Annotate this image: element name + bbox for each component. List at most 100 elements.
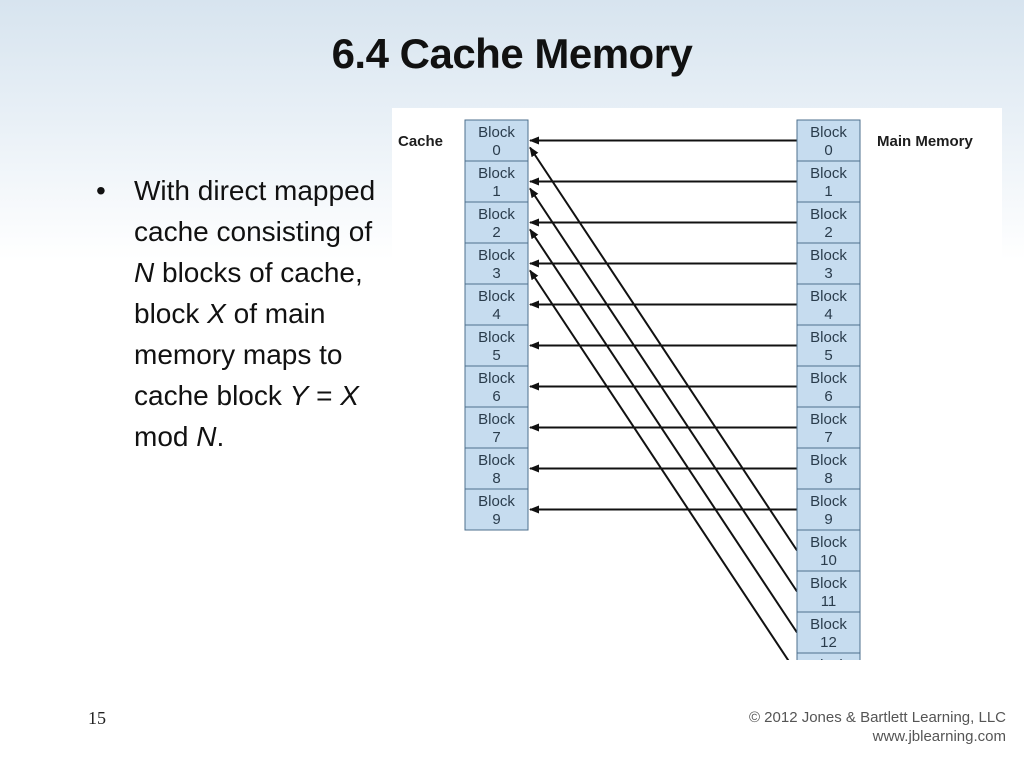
block-word: Block bbox=[478, 288, 515, 305]
block-number: 9 bbox=[824, 511, 832, 528]
cache-label: Cache bbox=[398, 133, 443, 150]
page-number: 15 bbox=[88, 708, 106, 728]
block-rect bbox=[796, 242, 861, 285]
block-number: 11 bbox=[821, 593, 837, 610]
block-number: 12 bbox=[820, 634, 837, 651]
block-number: 2 bbox=[492, 224, 500, 241]
bullet-part: . bbox=[216, 421, 225, 452]
block-number: 9 bbox=[492, 511, 500, 528]
block-rect bbox=[464, 406, 529, 449]
bullet-part: blocks of cache, block bbox=[134, 257, 363, 329]
block-word: Block bbox=[810, 329, 847, 346]
block-rect bbox=[796, 611, 861, 654]
block-word: Block bbox=[478, 247, 515, 264]
block-number: 10 bbox=[820, 552, 837, 569]
block-word: Block bbox=[810, 288, 847, 305]
block-rect bbox=[796, 201, 861, 244]
block-word: Block bbox=[810, 206, 847, 223]
bullet-part: mod bbox=[134, 421, 197, 452]
block-rect bbox=[464, 119, 529, 162]
block-rect bbox=[464, 365, 529, 408]
block-number: 7 bbox=[824, 429, 832, 446]
block-rect bbox=[464, 242, 529, 285]
bullet-part-italic: X bbox=[207, 298, 226, 329]
block-rect bbox=[796, 652, 861, 660]
bullet-part-italic: N bbox=[196, 421, 217, 452]
block-word: Block bbox=[810, 657, 847, 660]
memory-block: Block13 bbox=[796, 652, 861, 660]
block-word: Block bbox=[478, 206, 515, 223]
block-number: 2 bbox=[824, 224, 832, 241]
block-word: Block bbox=[478, 124, 515, 141]
block-word: Block bbox=[478, 411, 515, 428]
block-word: Block bbox=[478, 370, 515, 387]
mapping-arrow bbox=[529, 228, 798, 634]
block-word: Block bbox=[810, 124, 847, 141]
mapping-arrow bbox=[529, 269, 790, 660]
block-rect bbox=[464, 283, 529, 326]
block-word: Block bbox=[810, 411, 847, 428]
block-number: 4 bbox=[492, 306, 500, 323]
block-word: Block bbox=[810, 247, 847, 264]
block-number: 8 bbox=[492, 470, 500, 487]
block-word: Block bbox=[810, 575, 847, 592]
block-rect bbox=[796, 488, 861, 531]
block-word: Block bbox=[810, 534, 847, 551]
bullet-part-italic: N bbox=[134, 257, 155, 288]
block-number: 5 bbox=[492, 347, 500, 364]
block-word: Block bbox=[478, 493, 515, 510]
block-rect bbox=[796, 324, 861, 367]
block-number: 1 bbox=[492, 183, 500, 200]
block-number: 0 bbox=[492, 142, 500, 159]
bullet-point: • With direct mapped cache consisting of… bbox=[96, 170, 396, 457]
block-number: 4 bbox=[824, 306, 832, 323]
block-rect bbox=[796, 283, 861, 326]
block-rect bbox=[796, 570, 861, 613]
slide-title: 6.4 Cache Memory bbox=[331, 30, 693, 77]
block-number: 5 bbox=[824, 347, 832, 364]
block-rect bbox=[796, 447, 861, 490]
block-number: 6 bbox=[492, 388, 500, 405]
block-rect bbox=[464, 324, 529, 367]
mapping-arrow bbox=[529, 187, 798, 593]
bullet-marker: • bbox=[96, 175, 106, 206]
block-word: Block bbox=[810, 616, 847, 633]
block-number: 8 bbox=[824, 470, 832, 487]
block-rect bbox=[796, 365, 861, 408]
block-word: Block bbox=[810, 493, 847, 510]
block-word: Block bbox=[810, 165, 847, 182]
block-rect bbox=[796, 529, 861, 572]
block-number: 3 bbox=[824, 265, 832, 282]
mapping-arrow bbox=[529, 146, 798, 552]
block-word: Block bbox=[478, 165, 515, 182]
block-number: 7 bbox=[492, 429, 500, 446]
block-word: Block bbox=[810, 452, 847, 469]
block-rect bbox=[464, 488, 529, 531]
copyright-text: © 2012 Jones & Bartlett Learning, LLC bbox=[748, 709, 1006, 726]
bullet-text: With direct mapped cache consisting of N… bbox=[134, 170, 396, 457]
block-number: 0 bbox=[824, 142, 832, 159]
main-memory-label: Main Memory bbox=[877, 133, 974, 150]
block-word: Block bbox=[810, 370, 847, 387]
block-rect bbox=[464, 447, 529, 490]
